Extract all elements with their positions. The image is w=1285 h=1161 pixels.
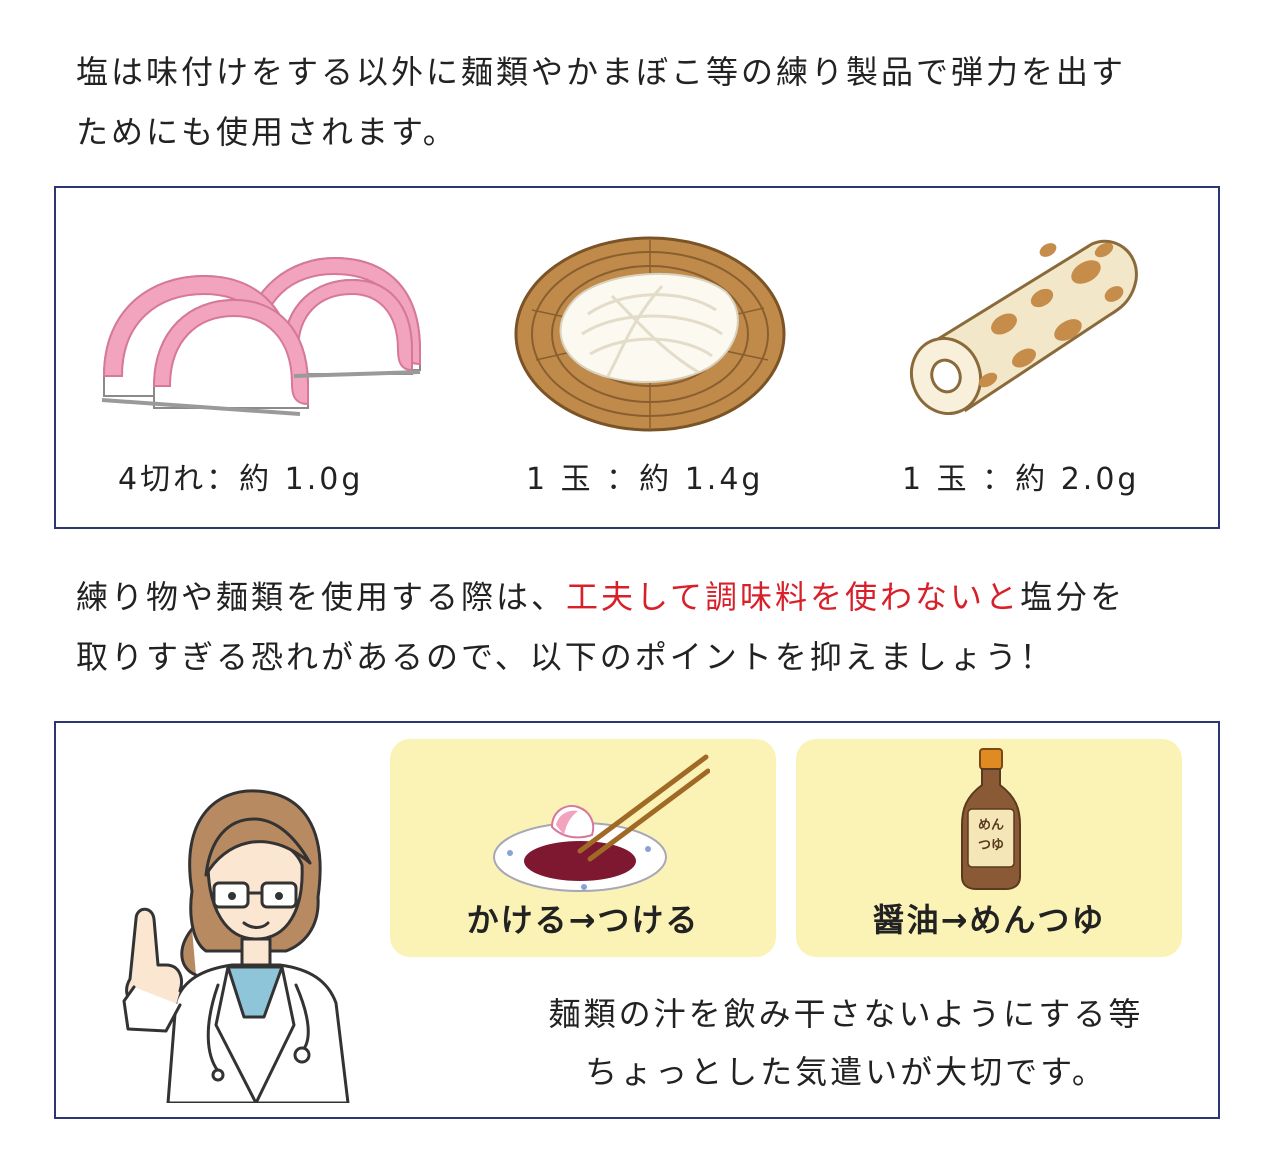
udon-salt-label: 1 玉 ：約 1.4g [526,462,764,497]
note-line-1: 麺類の汁を飲み干さないようにする等 [548,995,1144,1033]
intro-line-1: 塩は味付けをする以外に麺類やかまぼこ等の練り製品で弾力を出す [76,53,1127,91]
mentsuyu-bottle-icon: めん つゆ [961,748,1021,890]
tip-card-mentsuyu: めん つゆ 醤油→めんつゆ [796,739,1182,957]
advice-before: 練り物や麺類を使用する際は、 [76,578,567,616]
kamaboko-salt-label: 4切れ：約 1.0g [118,462,364,497]
advice-highlight: 工夫して調味料を使わないと [566,578,1021,616]
advice-after: 塩分を [1020,578,1126,616]
intro-line-2: ためにも使用されます。 [76,113,458,151]
closing-note: 麺類の汁を飲み干さないようにする等 ちょっとした気遣いが大切です。 [456,985,1236,1101]
note-line-2: ちょっとした気遣いが大切です。 [585,1053,1107,1091]
chikuwa-icon [910,239,1138,416]
bottle-label-line-1: めん [978,818,1004,833]
dip-sauce-icon [493,754,710,892]
chikuwa-salt-label: 1 玉 ：約 2.0g [902,462,1140,497]
bottle-label-line-2: つゆ [978,838,1004,853]
tip-dip-label: かける→つける [466,901,700,939]
advice-line-2: 取りすぎる恐れがあるので、以下のポイントを抑えましょう！ [76,638,1055,676]
tip-card-dip: かける→つける [390,739,776,957]
doctor-icon [122,789,350,1103]
salt-content-panel: 4切れ：約 1.0g 1 玉 ：約 1.4g [54,186,1220,529]
advice-text: 練り物や麺類を使用する際は、工夫して調味料を使わないと塩分を 取りすぎる恐れがあ… [76,567,1236,687]
udon-icon [514,236,786,432]
kamaboko-icon [101,256,421,416]
intro-text: 塩は味付けをする以外に麺類やかまぼこ等の練り製品で弾力を出す ためにも使用されま… [76,42,1236,162]
tip-mentsuyu-label: 醤油→めんつゆ [872,901,1106,939]
tips-panel: かける→つける めん つゆ 醤油→めんつゆ 麺類の汁を飲み干さないようにする等 … [54,721,1220,1119]
